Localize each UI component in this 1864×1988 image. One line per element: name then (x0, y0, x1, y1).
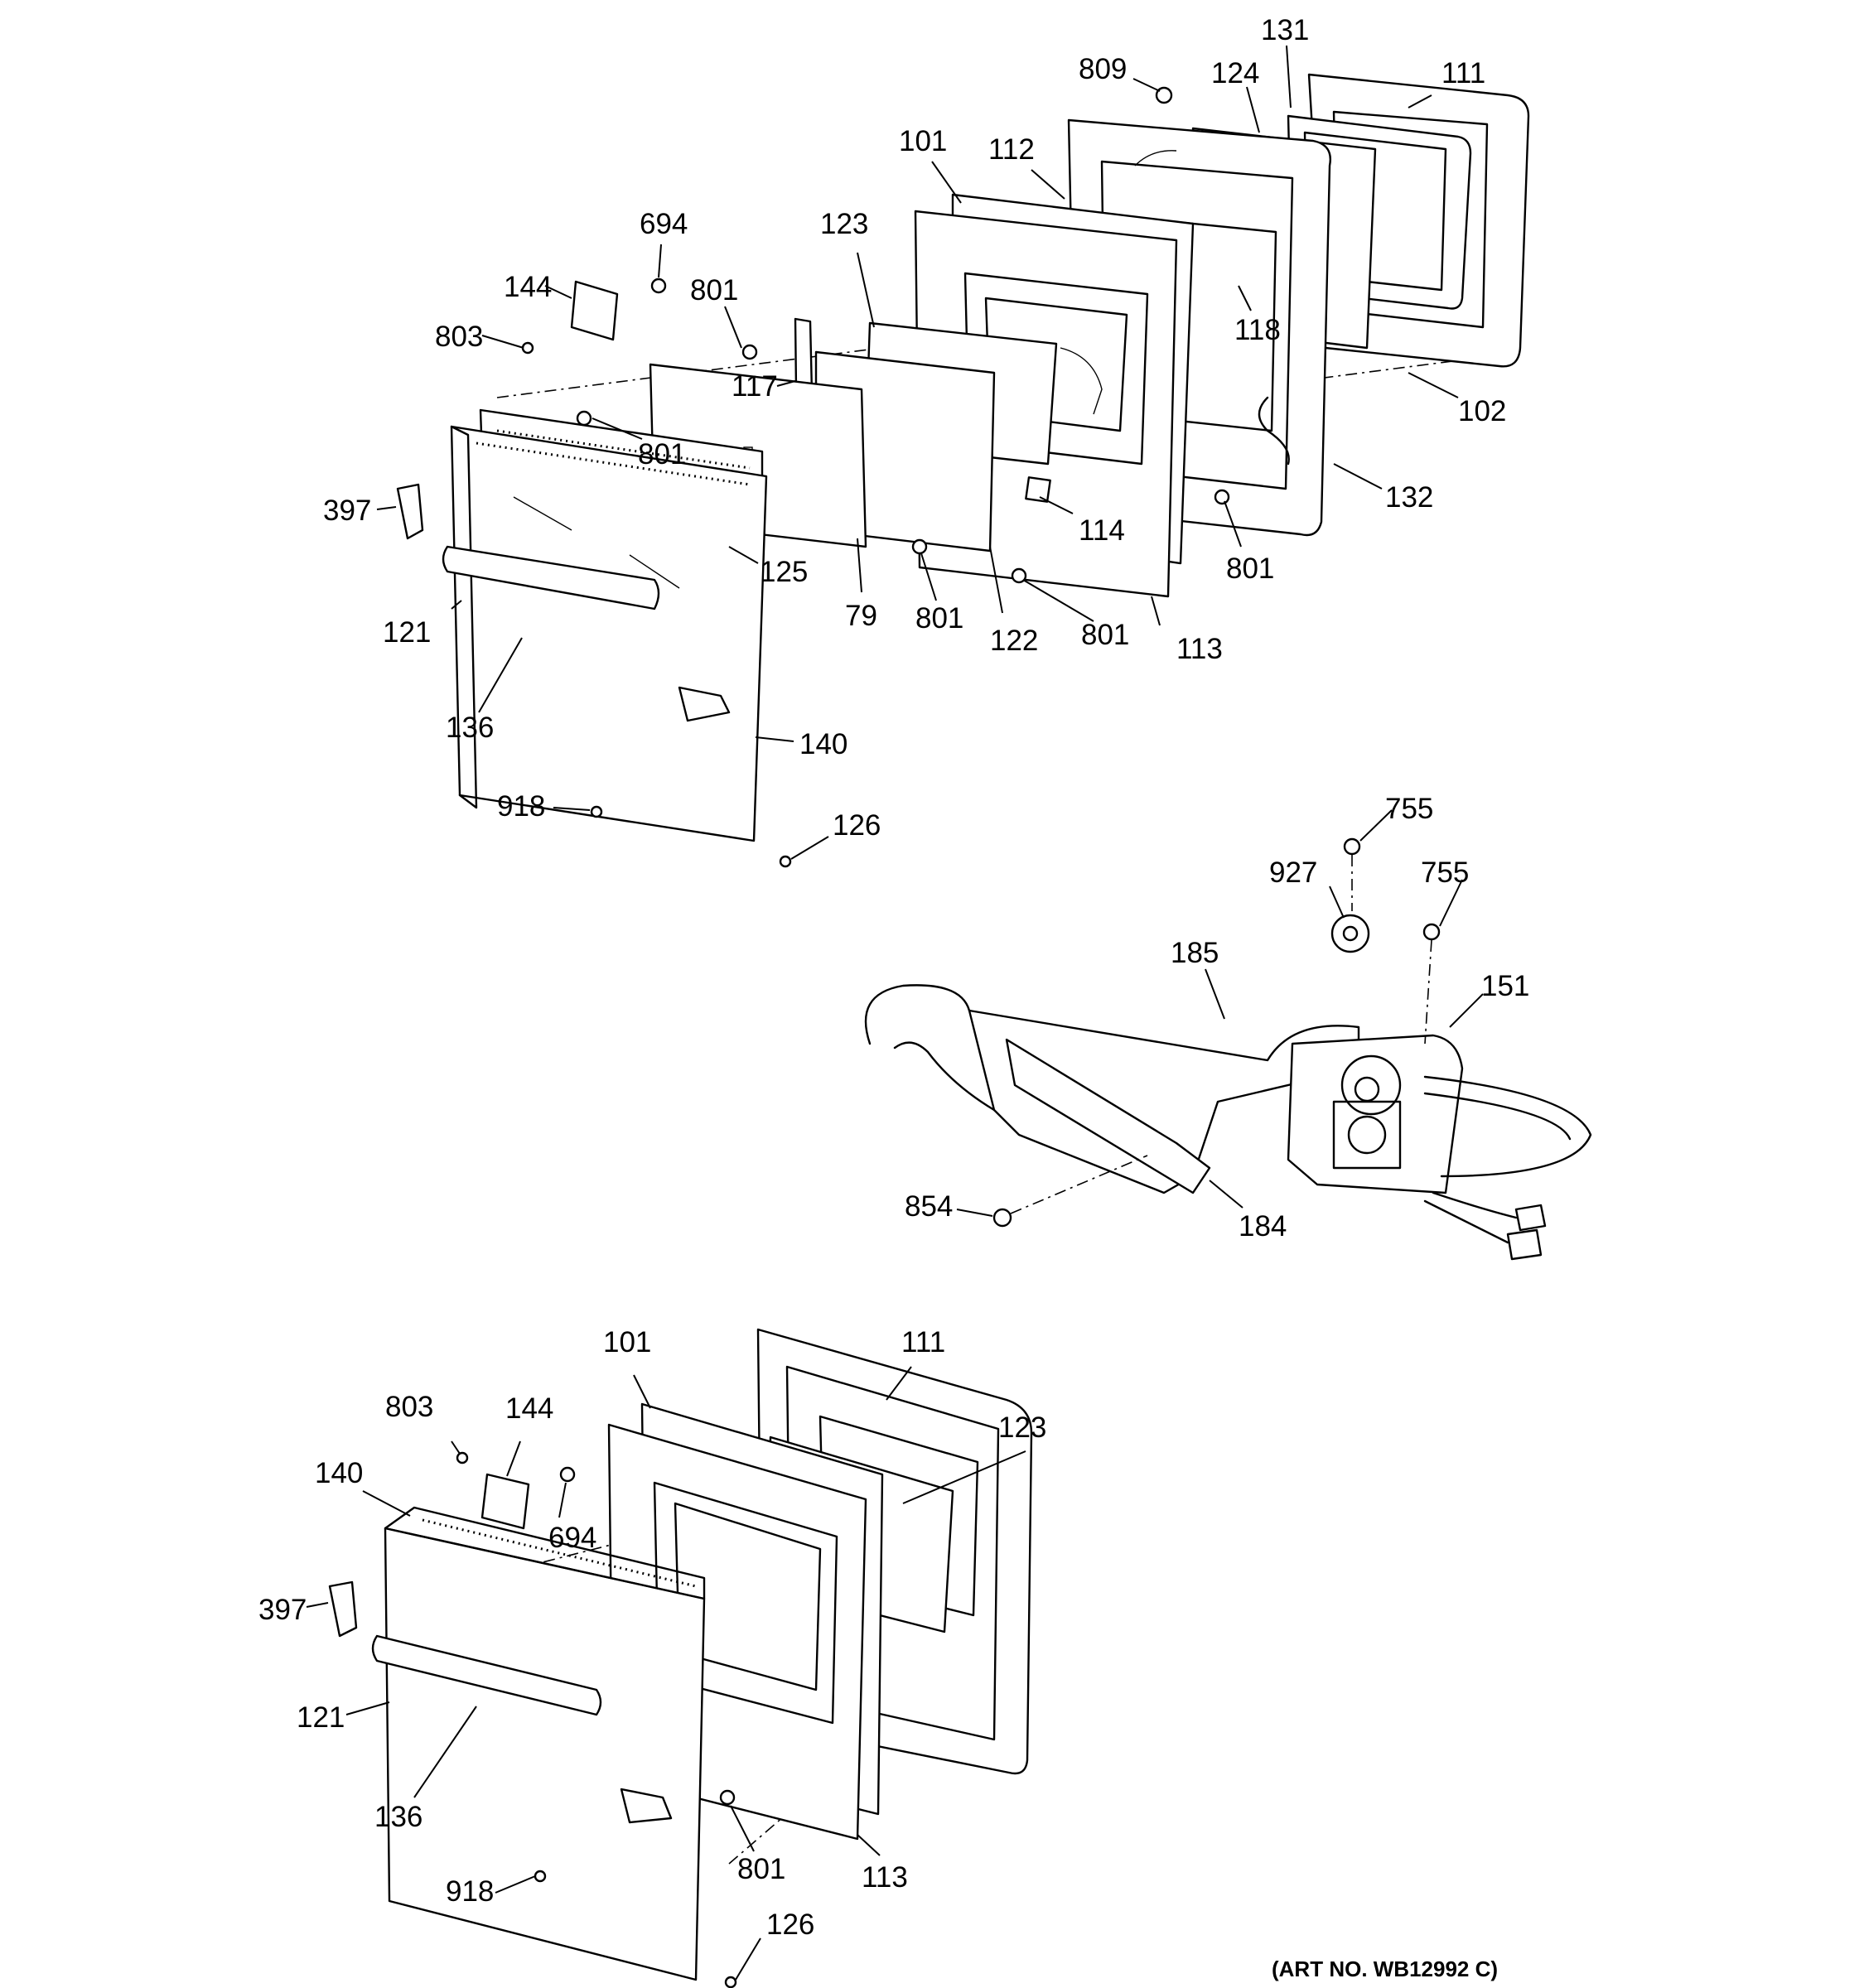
callout-126: 126 (766, 1908, 814, 1941)
callout-140: 140 (799, 728, 847, 760)
upper-callout-labels: 809 131 124 111 101 112 694 123 144 801 … (323, 14, 1506, 842)
callout-101: 101 (603, 1326, 651, 1358)
callout-79: 79 (845, 600, 877, 632)
part-144-bracket (480, 1473, 530, 1530)
callout-102: 102 (1458, 395, 1506, 427)
upper-door-assembly (396, 73, 1530, 868)
callout-121: 121 (383, 616, 431, 649)
callout-124: 124 (1211, 57, 1259, 89)
part-140-outer-door (384, 1527, 706, 1981)
callout-397: 397 (258, 1594, 307, 1626)
callout-132: 132 (1385, 481, 1433, 514)
callout-694: 694 (640, 208, 688, 240)
callout-140: 140 (315, 1457, 363, 1489)
callout-126: 126 (833, 809, 881, 842)
callout-927: 927 (1269, 856, 1317, 889)
callout-121: 121 (297, 1701, 345, 1734)
hinge-drawer-assembly (864, 837, 1592, 1261)
part-397-hinge (328, 1580, 358, 1638)
callout-112: 112 (988, 133, 1035, 166)
callout-801: 801 (737, 1853, 785, 1885)
callout-122: 122 (990, 625, 1038, 657)
screw-fasteners (521, 86, 1230, 868)
callout-113: 113 (862, 1861, 908, 1894)
callout-185: 185 (1171, 937, 1219, 969)
callout-111: 111 (1441, 57, 1485, 89)
callout-854: 854 (905, 1190, 953, 1223)
callout-801-d: 801 (915, 602, 963, 635)
callout-144: 144 (504, 271, 552, 303)
callout-803: 803 (435, 321, 483, 353)
callout-755-a: 755 (1385, 793, 1433, 825)
callout-397: 397 (323, 495, 371, 527)
lower-door-assembly (328, 1328, 1033, 1988)
callout-801-e: 801 (1081, 619, 1129, 651)
callout-809: 809 (1079, 53, 1127, 85)
callout-184: 184 (1239, 1210, 1287, 1242)
callout-801-c: 801 (1226, 552, 1274, 585)
callout-leaders (306, 45, 1484, 1981)
callout-801-b: 801 (638, 438, 686, 470)
art-number: (ART NO. WB12992 C) (1272, 1957, 1498, 1981)
callout-144: 144 (505, 1392, 553, 1425)
part-397-hinge (396, 483, 424, 540)
callout-123: 123 (998, 1411, 1046, 1444)
callout-136: 136 (374, 1801, 423, 1833)
part-140-outer-door (450, 425, 768, 842)
part-144-bracket (570, 280, 619, 341)
callout-803: 803 (385, 1391, 433, 1423)
callout-755-b: 755 (1421, 856, 1469, 889)
callout-918: 918 (446, 1875, 494, 1908)
callout-118: 118 (1234, 314, 1281, 346)
part-185-arm (864, 984, 1360, 1194)
callout-131: 131 (1261, 14, 1309, 46)
callout-114: 114 (1079, 514, 1125, 547)
callout-123: 123 (820, 208, 868, 240)
callout-801-a: 801 (690, 274, 738, 306)
lower-callout-labels: 101 111 803 144 123 140 694 397 121 136 … (258, 1326, 1046, 1941)
callout-136: 136 (446, 712, 494, 744)
part-927-washer (1330, 914, 1370, 953)
callout-113: 113 (1176, 633, 1223, 665)
callout-125: 125 (760, 556, 808, 588)
callout-111: 111 (901, 1326, 945, 1358)
callout-117: 117 (732, 370, 778, 403)
part-136-handle (442, 545, 660, 610)
part-136-handle (371, 1634, 602, 1716)
callout-151: 151 (1481, 970, 1529, 1002)
callout-918: 918 (497, 790, 545, 823)
part-184-bracket (1005, 1038, 1211, 1194)
callout-694: 694 (548, 1522, 596, 1554)
callout-101: 101 (899, 125, 947, 157)
drawer-callout-labels: 755 927 755 185 151 854 184 (905, 793, 1529, 1242)
